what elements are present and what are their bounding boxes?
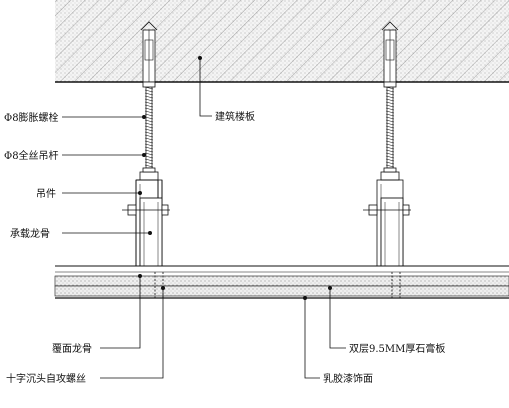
label-gypsum-board: 双层9.5MM厚石膏板 (349, 342, 445, 355)
label-threaded-rod: Φ8全丝吊杆 (4, 149, 59, 162)
threaded-rod-right (385, 86, 395, 169)
hanger-assembly-right (363, 21, 411, 267)
label-cover-keel: 覆面龙骨 (52, 342, 92, 355)
label-expansion-bolt: Φ8膨胀螺栓 (4, 111, 59, 124)
ceiling-board-layers (54, 265, 509, 299)
label-screw: 十字沉头自攻螺丝 (6, 372, 86, 385)
label-main-keel: 承载龙骨 (10, 227, 50, 240)
concrete-slab (55, 0, 509, 83)
threaded-rod-left (144, 86, 154, 169)
label-finish: 乳胶漆饰面 (323, 372, 373, 385)
label-hanger: 吊件 (36, 188, 56, 200)
label-slab: 建筑楼板 (215, 110, 255, 123)
leader-lines (62, 56, 346, 379)
